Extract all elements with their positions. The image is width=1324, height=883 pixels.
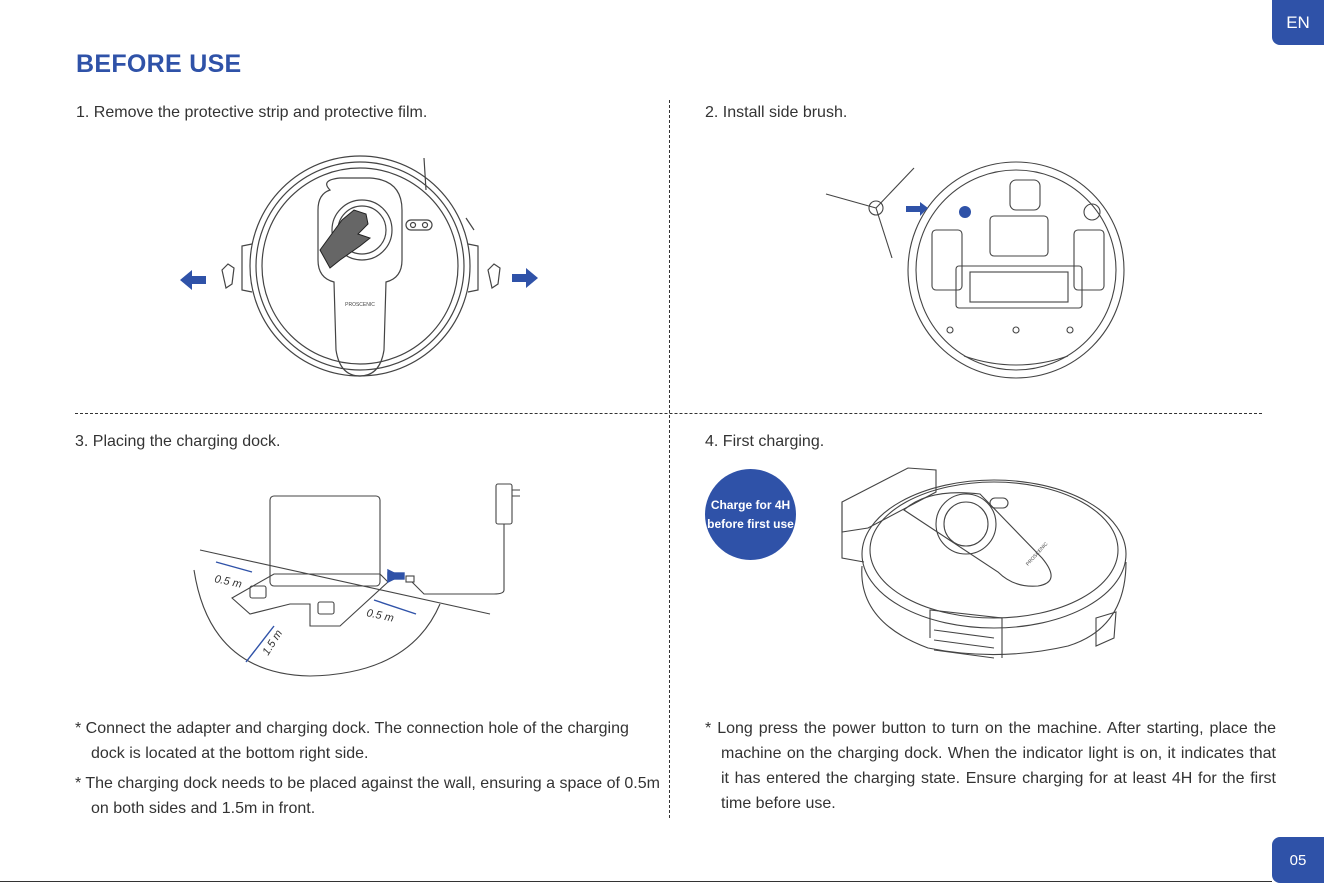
step-3-heading: 3. Placing the charging dock. xyxy=(75,433,281,450)
right-clearance-label: 0.5 m xyxy=(365,607,394,624)
brush-mount-point xyxy=(959,206,971,218)
step-1-heading: 1. Remove the protective strip and prote… xyxy=(76,104,428,121)
hand-illustration xyxy=(319,209,372,269)
robot-underside-illustration xyxy=(825,161,1125,379)
robot-charging-illustration: PROSCENIC xyxy=(841,467,1127,659)
front-clearance-label: 1.5 m xyxy=(260,628,285,658)
page-number: 05 xyxy=(1272,837,1324,883)
side-brush-bristle xyxy=(825,193,877,209)
arrow-right-icon xyxy=(906,202,928,216)
left-clearance-label: 0.5 m xyxy=(213,573,242,590)
note-adapter: * Connect the adapter and charging dock.… xyxy=(75,720,629,762)
bottom-rule xyxy=(0,881,1272,882)
robot-top-illustration: PROSCENIC xyxy=(180,155,538,377)
page-title: BEFORE USE xyxy=(76,50,242,78)
arrow-right-icon xyxy=(512,268,538,288)
note-first-charging: * Long press the power button to turn on… xyxy=(705,720,1276,812)
step-2-heading: 2. Install side brush. xyxy=(705,104,848,121)
horizontal-divider xyxy=(75,413,1262,414)
vertical-divider xyxy=(669,100,670,818)
language-tab: EN xyxy=(1272,0,1324,45)
robot-brand-label: PROSCENIC xyxy=(345,302,375,308)
dock-placement-illustration: 0.5 m 0.5 m 1.5 m xyxy=(193,483,520,677)
charge-badge: Charge for 4H before first use xyxy=(705,469,796,560)
note-placement: * The charging dock needs to be placed a… xyxy=(75,775,660,817)
step-4-heading: 4. First charging. xyxy=(705,433,825,450)
arrow-left-icon xyxy=(180,270,206,290)
